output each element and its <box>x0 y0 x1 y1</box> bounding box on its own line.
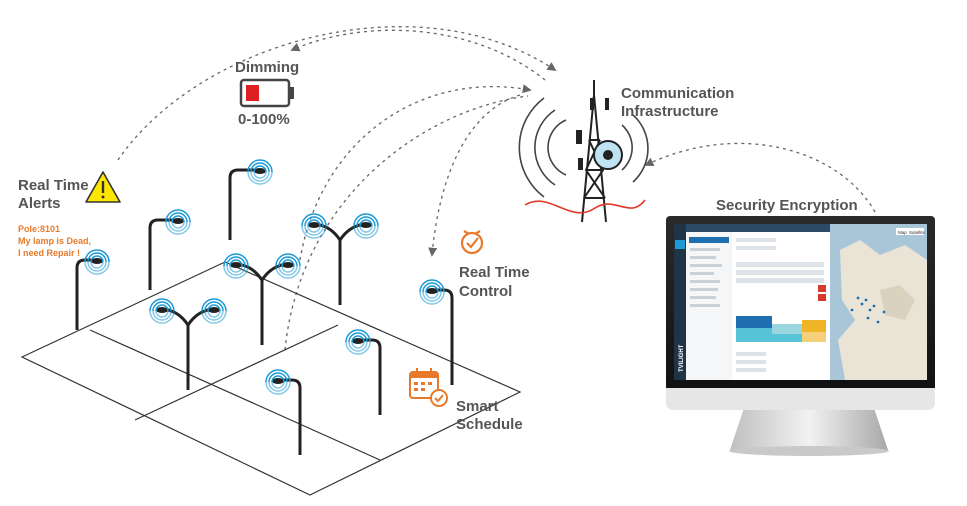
arrow-tower-to-dimming <box>290 29 546 81</box>
alert-pole-id: Pole:8101 <box>18 224 61 234</box>
radio-tower-icon <box>518 80 649 223</box>
security-encryption-label: Security Encryption <box>716 197 858 214</box>
real-time-control-label-line1: Real Time <box>459 264 530 281</box>
arrow-lamp-to-tower <box>299 84 532 261</box>
street-lamp <box>419 279 454 385</box>
street-lamp-double <box>301 213 379 305</box>
arrow-tower-to-control <box>428 94 521 257</box>
alert-message-line2: I need Repair ! <box>18 248 81 258</box>
monitor-brand: TVILIGHT <box>679 344 685 372</box>
smart-schedule-label-line1: Smart <box>456 398 499 415</box>
map-button-1[interactable]: Map <box>898 230 907 235</box>
communication-infrastructure-label-line2: Infrastructure <box>621 103 719 120</box>
map-button-2[interactable]: Satellite <box>909 230 926 235</box>
street-lamps <box>75 159 454 455</box>
battery-icon <box>239 78 294 108</box>
arrow-lamp2-to-tower <box>284 95 529 351</box>
communication-infrastructure-label-line1: Communication <box>621 85 735 102</box>
street-grid <box>20 261 522 496</box>
warning-icon <box>85 171 121 203</box>
real-time-alerts-label-line1: Real Time <box>18 177 89 194</box>
alert-message-line1: My lamp is Dead, <box>18 236 92 246</box>
real-time-alerts-label-line2: Alerts <box>18 195 61 212</box>
calendar-check-icon <box>409 368 448 407</box>
dimming-range-label: 0-100% <box>238 111 290 128</box>
monitor-icon: TVILIGHT <box>666 216 935 456</box>
communication-arrows <box>117 26 876 351</box>
street-lamp <box>265 369 302 455</box>
street-lamp-double <box>223 253 301 345</box>
real-time-control-label-line2: Control <box>459 283 513 300</box>
clock-check-icon <box>460 230 484 255</box>
street-lamp <box>75 249 110 330</box>
arrow-alerts-to-tower <box>117 26 557 161</box>
smart-schedule-label-line2: Schedule <box>456 416 523 433</box>
street-lamp-double <box>149 298 227 390</box>
street-lamp <box>345 329 382 415</box>
street-lamp <box>148 209 191 290</box>
street-lamp <box>228 159 273 240</box>
dimming-label: Dimming <box>235 59 300 76</box>
